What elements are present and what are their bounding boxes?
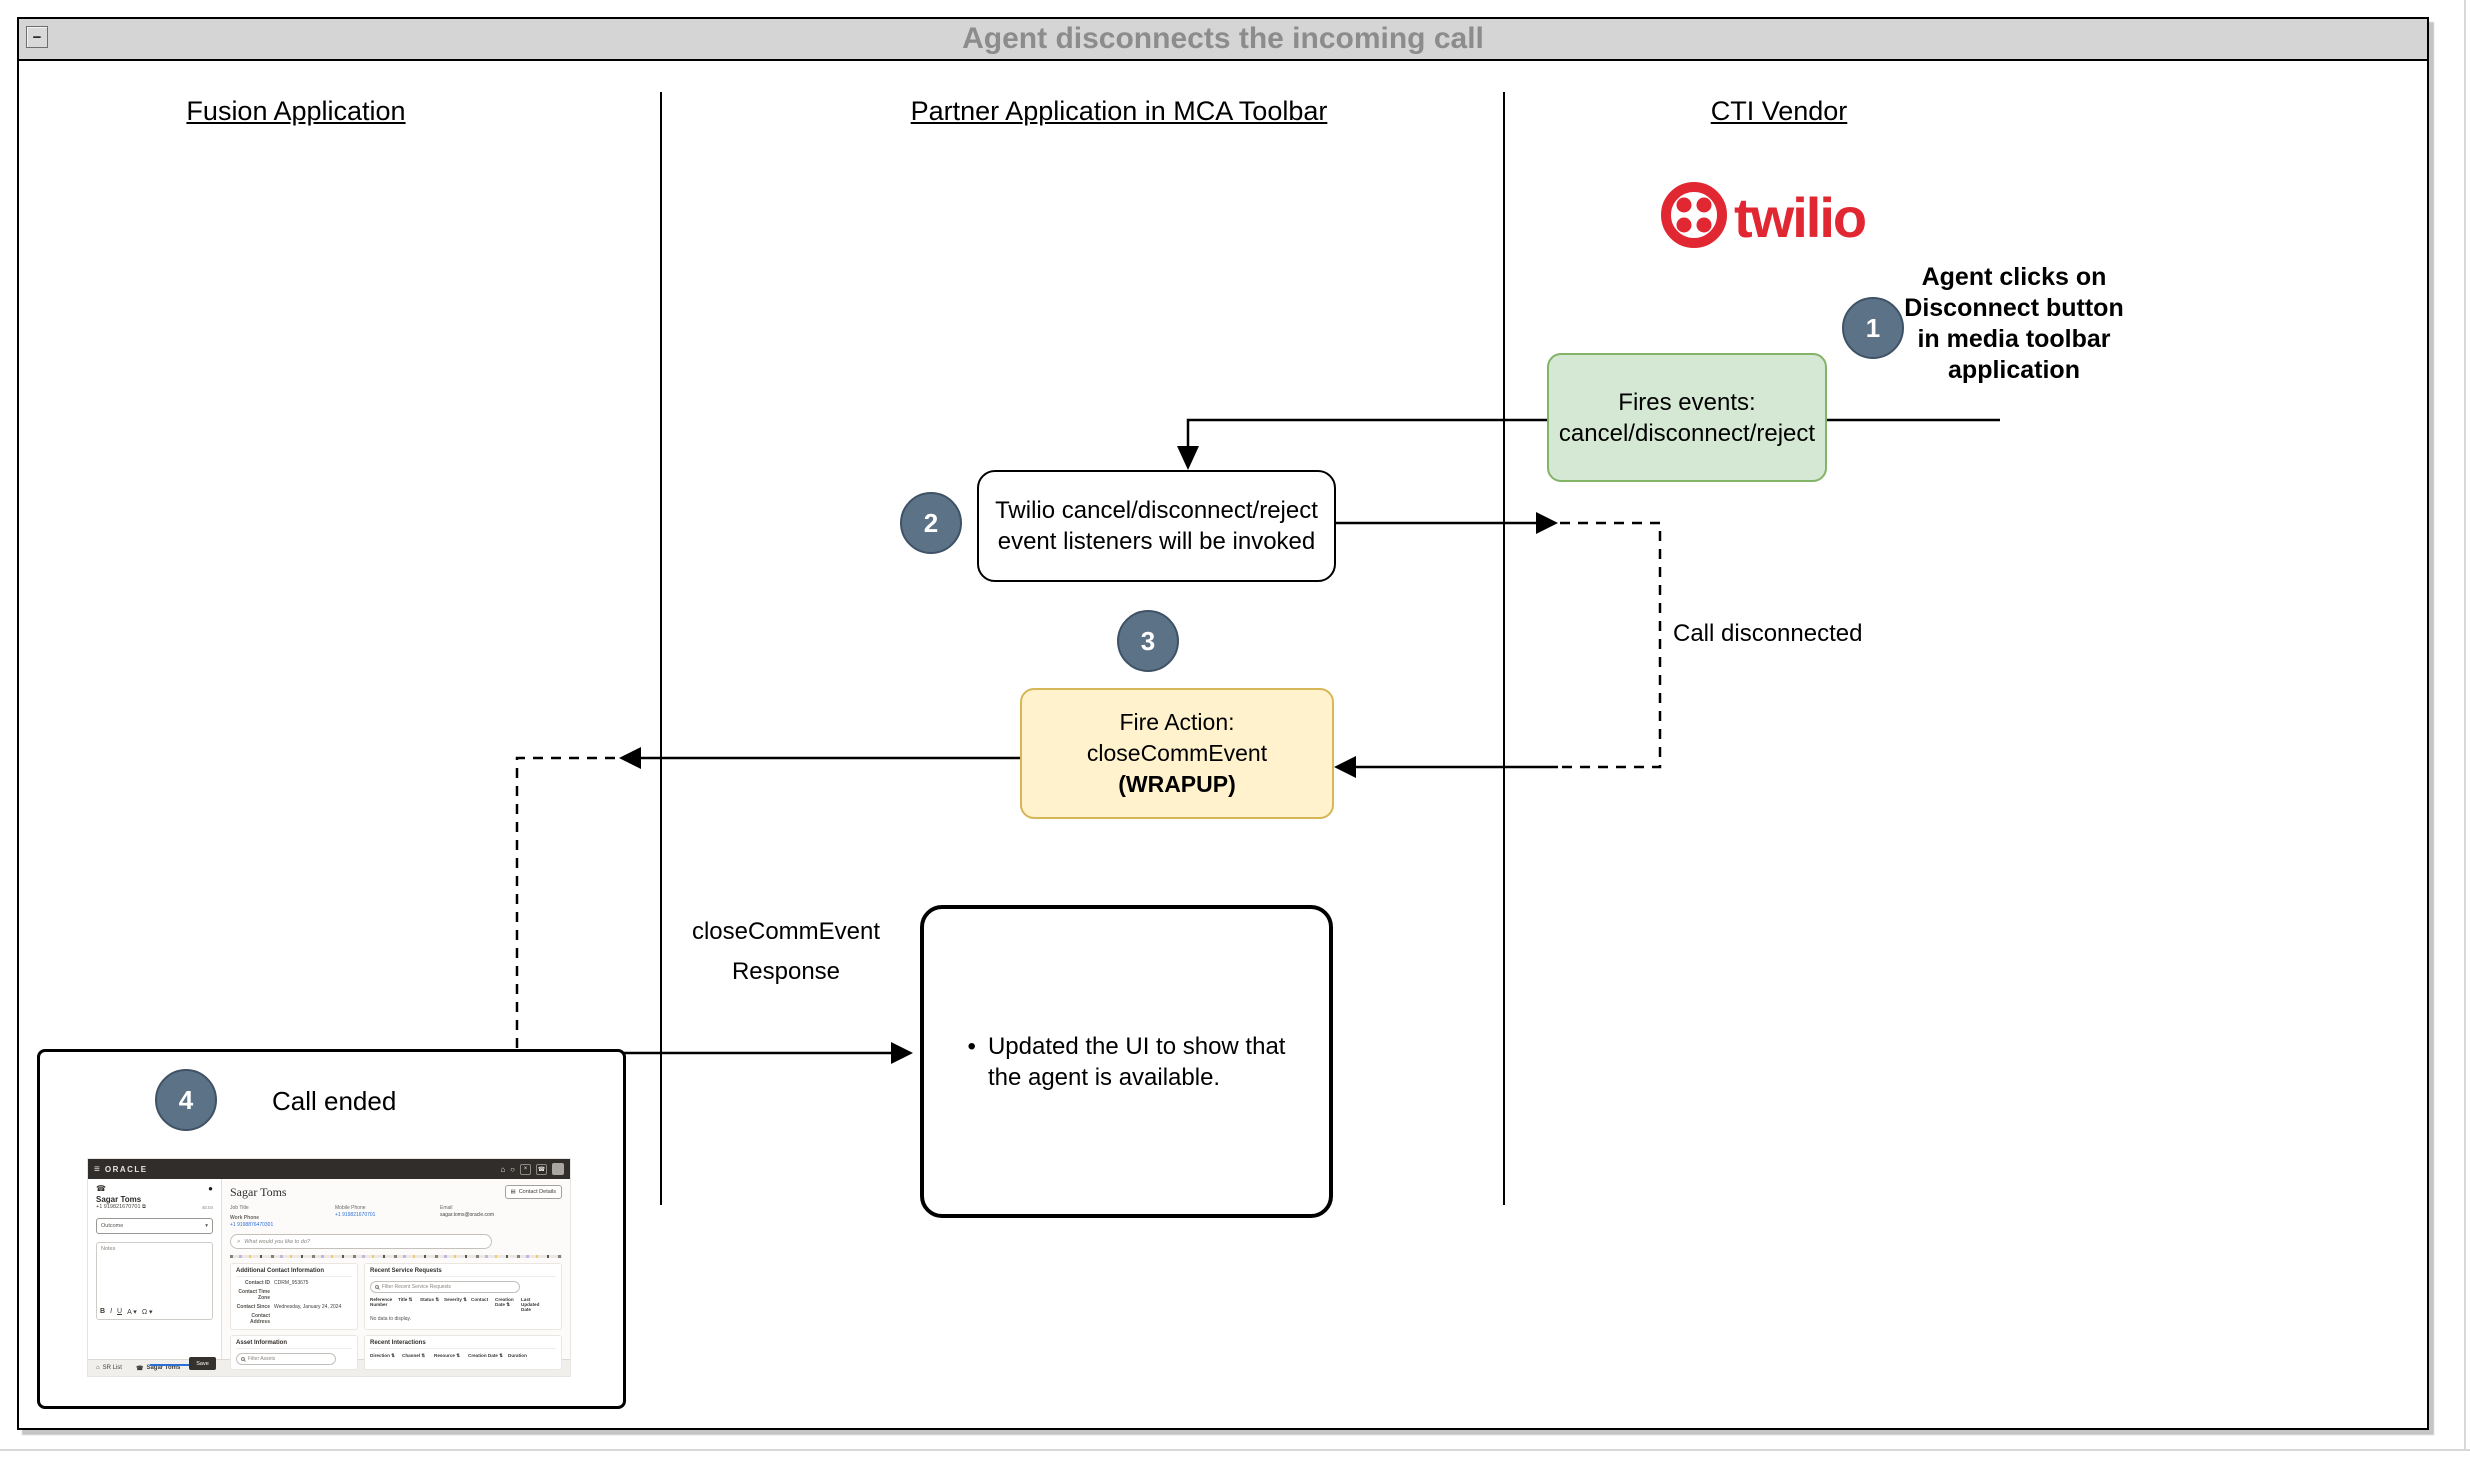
step-2-badge: 2 <box>900 492 962 554</box>
phone-icon: ☎ <box>135 1365 144 1372</box>
step-1-badge: 1 <box>1842 297 1904 359</box>
node-updated-ui: • Updated the UI to show that the agent … <box>920 905 1333 1218</box>
active-tab-indicator <box>150 1364 196 1366</box>
italic-button[interactable]: I <box>110 1308 113 1315</box>
filter-service-requests-input[interactable]: Filter Recent Service Requests <box>370 1281 520 1293</box>
asset-information-card: Asset Information Filter Assets <box>230 1335 358 1370</box>
bullet-glyph: • <box>967 1032 976 1060</box>
annotation-agent-clicks: Agent clicks on Disconnect button in med… <box>1904 263 2124 384</box>
notes-textarea[interactable]: Notes B I U A ▾ Ω ▾ <box>96 1242 213 1320</box>
lane-header-cti: CTI Vendor <box>1710 96 1848 126</box>
node-fire-action: Fire Action: closeCommEvent (WRAPUP) <box>1020 688 1334 819</box>
node-event-listeners: Twilio cancel/disconnect/reject event li… <box>977 470 1336 582</box>
fire-action-line3: (WRAPUP) <box>1118 771 1236 797</box>
fire-action-line1: Fire Action: <box>1119 709 1235 735</box>
no-data-text: No data to display. <box>370 1316 412 1322</box>
search-icon <box>375 1285 379 1289</box>
oracle-topbar: ≡ ORACLE ⌂ ○ × ☎ <box>88 1159 570 1179</box>
symbol-button[interactable]: Ω ▾ <box>141 1309 153 1316</box>
updated-ui-text: Updated the UI to show that the agent is… <box>987 1032 1286 1091</box>
lane-header-fusion: Fusion Application <box>186 96 406 126</box>
copy-icon[interactable]: ⧉ <box>142 1204 146 1210</box>
tab-sr-list[interactable]: ⌂ SR List <box>96 1365 122 1371</box>
contact-details-button[interactable]: ▤ Contact Details <box>504 1185 562 1199</box>
tools-icon[interactable]: × <box>520 1163 531 1175</box>
chevron-right-icon: > <box>237 1238 241 1245</box>
twilio-wordmark: twilio <box>1734 186 1866 249</box>
contact-panel: Sagar Toms ▤ Contact Details Job Title W… <box>222 1179 570 1370</box>
notifications-icon[interactable]: ○ <box>510 1164 515 1174</box>
chevron-down-icon: ▾ <box>205 1223 208 1229</box>
label-call-disconnected: Call disconnected <box>1673 620 1863 647</box>
decorative-strip <box>230 1255 562 1258</box>
search-icon <box>241 1357 245 1361</box>
document-icon: ▤ <box>510 1189 516 1195</box>
outcome-select[interactable]: Outcome ▾ <box>96 1218 213 1234</box>
record-icon[interactable]: ● <box>208 1184 213 1193</box>
oracle-brand: ORACLE <box>104 1164 148 1174</box>
recent-interactions-card: Recent Interactions Direction ⇅ Channel … <box>364 1335 562 1370</box>
call-icon: ☎ <box>96 1184 106 1193</box>
label-call-ended: Call ended <box>272 1086 397 1116</box>
email-label: Email <box>440 1205 453 1211</box>
caller-number: +1 919821670701 ⧉ <box>96 1204 146 1210</box>
diagram-title: Agent disconnects the incoming call <box>962 22 1484 55</box>
format-toolbar: B I U A ▾ Ω ▾ <box>100 1308 153 1316</box>
avatar[interactable] <box>552 1163 564 1175</box>
oracle-screenshot: ≡ ORACLE ⌂ ○ × ☎ ☎ ● Sagar Toms +1 91982… <box>88 1159 570 1376</box>
work-phone-label: Work Phone <box>230 1215 260 1221</box>
twilio-logo: twilio <box>1660 178 1890 257</box>
phone-toolbar-icon[interactable]: ☎ <box>536 1163 547 1175</box>
contact-name-heading: Sagar Toms <box>230 1185 287 1199</box>
lane-header-partner: Partner Application in MCA Toolbar <box>910 96 1328 126</box>
step-3-badge: 3 <box>1117 610 1179 672</box>
mobile-phone-label: Mobile Phone <box>335 1205 366 1211</box>
mobile-phone-value[interactable]: +1 919821670701 <box>335 1212 376 1218</box>
label-close-comm-response: closeCommEvent Response <box>691 918 881 985</box>
home-icon[interactable]: ⌂ <box>500 1164 506 1174</box>
hamburger-icon[interactable]: ≡ <box>94 1163 100 1175</box>
assistant-input[interactable]: > What would you like to do? <box>230 1234 492 1249</box>
recent-service-requests-card: Recent Service Requests Filter Recent Se… <box>364 1263 562 1330</box>
underline-button[interactable]: U <box>117 1308 123 1315</box>
interactions-header: Direction ⇅ Channel ⇅ Resource ⇅ Creatio… <box>370 1353 527 1358</box>
collapse-icon[interactable]: − <box>26 26 48 48</box>
home-icon: ⌂ <box>96 1365 100 1371</box>
service-requests-header: Reference Number Title ⇅ Status ⇅ Severi… <box>370 1297 540 1312</box>
step-4-badge: 4 <box>155 1069 217 1131</box>
additional-contact-info-card: Additional Contact Information Contact I… <box>230 1263 358 1330</box>
save-button[interactable]: Save <box>189 1357 216 1370</box>
node-fires-events: Fires events: cancel/disconnect/reject <box>1547 353 1827 482</box>
job-title-label: Job Title <box>230 1205 249 1211</box>
work-phone-value[interactable]: +1 9198876470301 <box>230 1222 274 1228</box>
page-right-divider <box>2464 0 2466 1451</box>
filter-assets-input[interactable]: Filter Assets <box>236 1353 336 1365</box>
softphone-panel: ☎ ● Sagar Toms +1 919821670701 ⧉ 45:04 O… <box>88 1179 222 1370</box>
fire-action-line2: closeCommEvent <box>1086 740 1268 766</box>
caller-name: Sagar Toms <box>96 1195 142 1204</box>
diagram-title-bar: Agent disconnects the incoming call <box>17 17 2429 61</box>
email-value: sagar.toms@oracle.com <box>440 1212 494 1218</box>
page-bottom-divider <box>0 1449 2470 1451</box>
call-timer: 45:04 <box>201 1205 213 1210</box>
text-color-button[interactable]: A ▾ <box>127 1309 137 1316</box>
bold-button[interactable]: B <box>100 1308 106 1315</box>
